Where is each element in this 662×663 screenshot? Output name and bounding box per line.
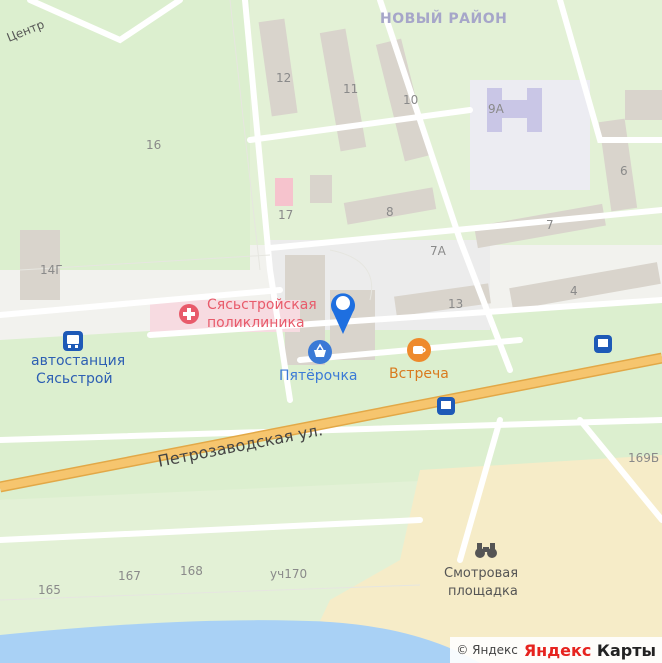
copyright-text[interactable]: © Яндекс (456, 643, 518, 657)
basket-icon[interactable] (307, 339, 333, 365)
viewpoint-label-line2[interactable]: площадка (448, 584, 518, 599)
attribution-bar: © Яндекс Яндекс Карты (450, 637, 662, 663)
bus-station-label-line1[interactable]: автостанция (31, 353, 126, 369)
house-number: 10 (403, 93, 419, 107)
yandex-maps-logo[interactable]: Яндекс Карты (524, 641, 656, 660)
house-number: 169Б (628, 451, 660, 465)
house-number: 9А (488, 102, 504, 116)
house-number: 13 (448, 297, 464, 311)
bus-station-label-line2[interactable]: Сясьстрой (36, 371, 113, 387)
cross-icon[interactable] (178, 303, 200, 325)
house-number: 6 (620, 164, 628, 178)
clinic-label-line2[interactable]: поликлиника (207, 315, 305, 331)
house-number: 167 (118, 569, 141, 583)
shop-label[interactable]: Пятёрочка (279, 368, 358, 384)
logo-part-yandex: Яндекс (523, 640, 592, 660)
house-number: 168 (180, 564, 203, 578)
bus-icon[interactable] (62, 330, 84, 352)
house-number: 8 (386, 205, 394, 219)
bus-icon[interactable] (437, 397, 455, 415)
map-pin-icon[interactable] (328, 288, 358, 336)
house-number: 7 (546, 218, 554, 232)
house-number: уч170 (270, 567, 308, 581)
house-number: 165 (38, 583, 61, 597)
house-number: 7А (430, 244, 446, 258)
house-number: 12 (276, 71, 292, 85)
house-number: 17 (278, 208, 294, 222)
cup-icon[interactable] (406, 337, 432, 363)
house-number: 16 (146, 138, 162, 152)
district-label: НОВЫЙ РАЙОН (380, 11, 508, 27)
house-number: 14Г (40, 263, 63, 277)
cafe-label[interactable]: Встреча (389, 366, 449, 382)
clinic-label-line1[interactable]: Сясьстройская (207, 297, 317, 313)
viewpoint-label-line1[interactable]: Смотровая (444, 566, 519, 581)
house-number: 4 (570, 284, 578, 298)
logo-part-maps: Карты (591, 640, 656, 660)
house-number: 11 (343, 82, 359, 96)
binoculars-icon[interactable] (473, 540, 499, 560)
bus-icon[interactable] (594, 335, 612, 353)
